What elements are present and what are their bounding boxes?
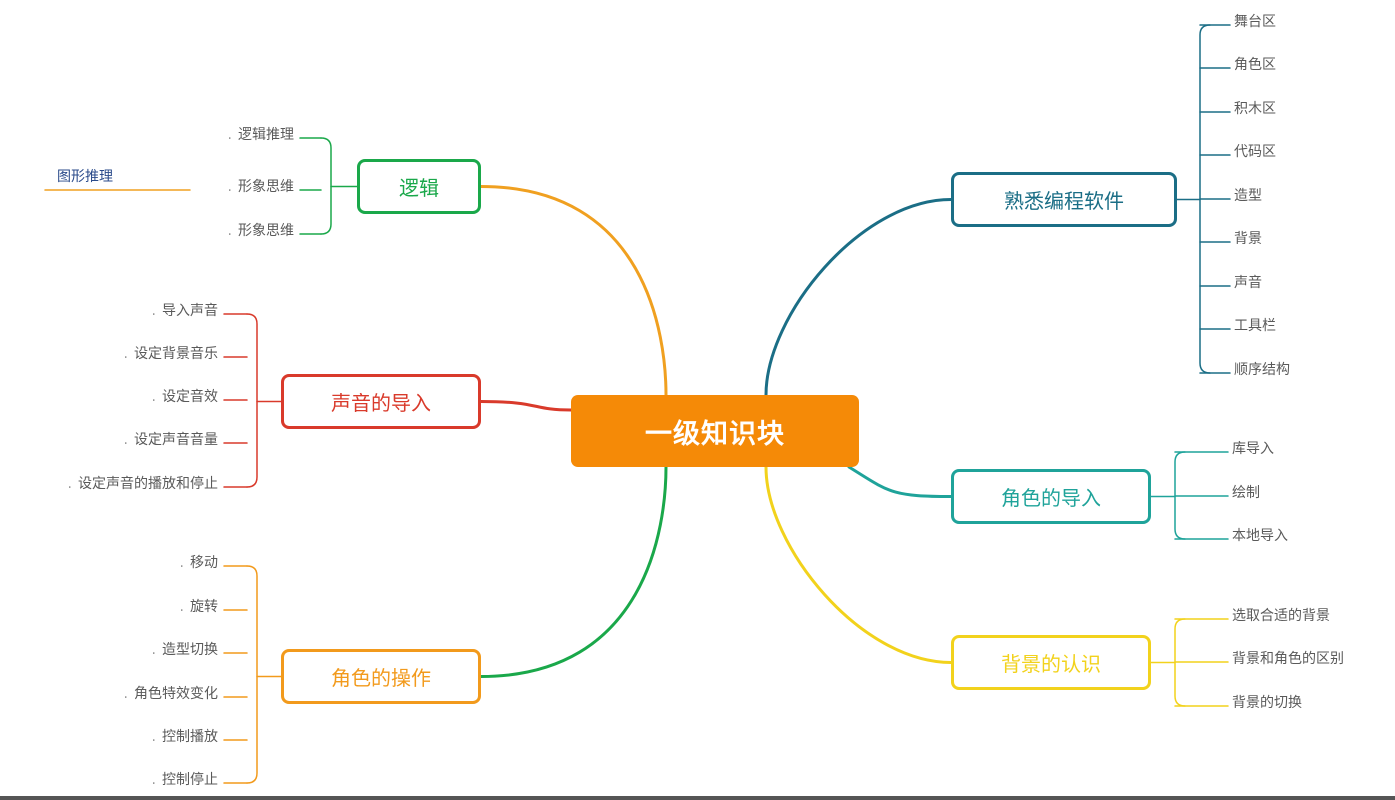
- leaf-label: 控制停止: [162, 772, 218, 788]
- leaf-item[interactable]: . 导入声音: [152, 302, 218, 320]
- leaf-bullet: .: [227, 127, 232, 143]
- connector-line: [320, 137, 332, 235]
- leaf-label: 设定声音的播放和停止: [78, 476, 218, 492]
- leaf-label: 背景的切换: [1232, 695, 1302, 711]
- branch-node-logic[interactable]: 逻辑: [357, 159, 481, 214]
- leaf-item[interactable]: 舞台区: [1234, 13, 1276, 31]
- leaf-item[interactable]: . 旋转: [180, 598, 218, 616]
- leaf-item[interactable]: 角色区: [1234, 56, 1276, 74]
- leaf-item[interactable]: . 设定声音音量: [124, 431, 218, 449]
- leaf-bullet: .: [123, 432, 128, 448]
- branch-node-role-import[interactable]: 角色的导入: [951, 469, 1151, 524]
- leaf-label: 造型切换: [162, 642, 218, 658]
- leaf-bullet: .: [151, 642, 156, 658]
- leaf-bullet: .: [67, 476, 72, 492]
- branch-node-sound-import[interactable]: 声音的导入: [281, 374, 481, 429]
- connector-line: [246, 565, 258, 784]
- leaf-label: 声音: [1234, 275, 1262, 291]
- leaf-item[interactable]: . 设定音效: [152, 388, 218, 406]
- leaf-item[interactable]: 造型: [1234, 187, 1262, 205]
- leaf-label: 控制播放: [162, 729, 218, 745]
- leaf-item[interactable]: 声音: [1234, 274, 1262, 292]
- leaf-item[interactable]: . 设定背景音乐: [124, 345, 218, 363]
- branch-node-familiar-software[interactable]: 熟悉编程软件: [951, 172, 1177, 227]
- leaf-bullet: .: [151, 729, 156, 745]
- leaf-item[interactable]: 顺序结构: [1234, 361, 1290, 379]
- leaf-bullet: .: [123, 346, 128, 362]
- connector-line: [479, 465, 668, 678]
- connector-line: [764, 465, 953, 664]
- leaf-item[interactable]: . 形象思维: [228, 222, 294, 240]
- connector-line: [479, 185, 668, 397]
- leaf-label: 顺序结构: [1234, 362, 1290, 378]
- leaf-label: 背景: [1234, 231, 1262, 247]
- leaf-item[interactable]: . 控制播放: [152, 728, 218, 746]
- connector-line: [764, 198, 953, 397]
- leaf-label: 设定声音音量: [134, 432, 218, 448]
- leaf-label: 形象思维: [238, 223, 294, 239]
- leaf-item[interactable]: 背景: [1234, 230, 1262, 248]
- leaf-item[interactable]: 积木区: [1234, 100, 1276, 118]
- branch-node-role-operation[interactable]: 角色的操作: [281, 649, 481, 704]
- leaf-bullet: .: [151, 303, 156, 319]
- leaf-item[interactable]: . 形象思维: [228, 178, 294, 196]
- leaf-bullet: .: [123, 686, 128, 702]
- leaf-item[interactable]: . 设定声音的播放和停止: [68, 475, 218, 493]
- leaf-item[interactable]: . 移动: [180, 554, 218, 572]
- leaf-item[interactable]: . 逻辑推理: [228, 126, 294, 144]
- leaf-bullet: .: [227, 179, 232, 195]
- leaf-label: 本地导入: [1232, 528, 1288, 544]
- leaf-label: 角色特效变化: [134, 686, 218, 702]
- leaf-label: 旋转: [190, 599, 218, 615]
- branch-node-background[interactable]: 背景的认识: [951, 635, 1151, 690]
- leaf-label: 造型: [1234, 188, 1262, 204]
- leaf-label: 背景和角色的区别: [1232, 651, 1344, 667]
- connector-line: [847, 465, 953, 498]
- leaf-label: 形象思维: [238, 179, 294, 195]
- sub-leaf-graphic-reasoning[interactable]: 图形推理: [57, 169, 113, 185]
- leaf-bullet: .: [151, 772, 156, 788]
- leaf-label: 逻辑推理: [238, 127, 294, 143]
- leaf-label: 设定音效: [162, 389, 218, 405]
- leaf-item[interactable]: . 控制停止: [152, 771, 218, 789]
- leaf-label: 库导入: [1232, 441, 1274, 457]
- leaf-label: 舞台区: [1234, 14, 1276, 30]
- leaf-label: 选取合适的背景: [1232, 608, 1330, 624]
- leaf-label: 代码区: [1234, 144, 1276, 160]
- leaf-item[interactable]: 选取合适的背景: [1232, 607, 1330, 625]
- leaf-item[interactable]: 绘制: [1232, 484, 1260, 502]
- leaf-label: 角色区: [1234, 57, 1276, 73]
- leaf-item[interactable]: . 造型切换: [152, 641, 218, 659]
- leaf-bullet: .: [227, 223, 232, 239]
- leaf-item[interactable]: 库导入: [1232, 440, 1274, 458]
- leaf-item[interactable]: 背景的切换: [1232, 694, 1302, 712]
- leaf-bullet: .: [179, 555, 184, 571]
- leaf-bullet: .: [151, 389, 156, 405]
- bottom-edge-bar: [0, 796, 1395, 800]
- connector-line: [246, 313, 258, 488]
- leaf-item[interactable]: 代码区: [1234, 143, 1276, 161]
- leaf-label: 绘制: [1232, 485, 1260, 501]
- leaf-label: 移动: [190, 555, 218, 571]
- leaf-label: 积木区: [1234, 101, 1276, 117]
- leaf-item[interactable]: 本地导入: [1232, 527, 1288, 545]
- leaf-item[interactable]: . 角色特效变化: [124, 685, 218, 703]
- leaf-label: 设定背景音乐: [134, 346, 218, 362]
- root-node[interactable]: 一级知识块: [571, 395, 859, 467]
- leaf-item[interactable]: 工具栏: [1234, 317, 1276, 335]
- leaf-label: 工具栏: [1234, 318, 1276, 334]
- leaf-bullet: .: [179, 599, 184, 615]
- leaf-label: 导入声音: [162, 303, 218, 319]
- leaf-item[interactable]: 背景和角色的区别: [1232, 650, 1344, 668]
- connector-line: [479, 400, 573, 412]
